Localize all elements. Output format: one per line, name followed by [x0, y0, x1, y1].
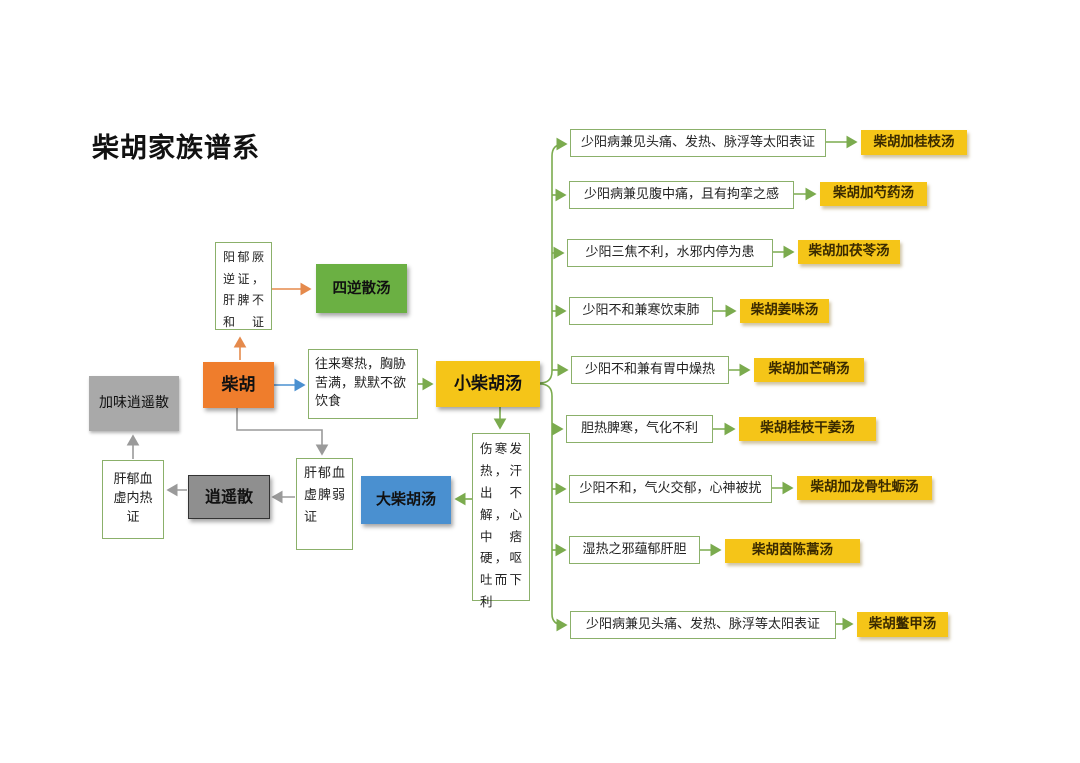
- formula-node: 柴胡加桂枝汤: [861, 130, 967, 155]
- formula-node: 柴胡茵陈蒿汤: [725, 539, 860, 563]
- branch-condition: 少阳三焦不利，水邪内停为患: [567, 239, 773, 267]
- chaihu-root-node: 柴胡: [203, 362, 274, 408]
- branch-condition: 少阳病兼见头痛、发热、脉浮等太阳表证: [570, 129, 826, 157]
- da-chaihu-tang-node: 大柴胡汤: [361, 476, 451, 524]
- sini-san-tang-node: 四逆散汤: [316, 264, 407, 313]
- branch-condition: 胆热脾寒，气化不利: [566, 415, 713, 443]
- xiao-chaihu-tang-node: 小柴胡汤: [436, 361, 540, 407]
- xiaoyao-condition-note: 肝郁血虚脾弱证: [296, 458, 353, 550]
- jiawei-condition-note: 肝郁血虚内热证: [102, 460, 164, 539]
- formula-node: 柴胡加茯苓汤: [798, 240, 900, 264]
- formula-node: 柴胡姜味汤: [740, 299, 829, 323]
- xiaoyao-san-node: 逍遥散: [188, 475, 270, 519]
- branch-condition: 少阳不和兼有胃中燥热: [571, 356, 729, 384]
- xiao-condition-note: 往来寒热，胸胁苦满，默默不欲饮食: [308, 349, 418, 419]
- formula-node: 柴胡鳖甲汤: [857, 612, 948, 637]
- formula-node: 柴胡加芍药汤: [820, 182, 927, 206]
- branch-condition: 少阳不和兼寒饮束肺: [569, 297, 713, 325]
- da-condition-note: 伤寒发热，汗出不解，心中痞硬，呕吐而下利: [472, 433, 530, 609]
- formula-node: 柴胡加龙骨牡蛎汤: [797, 476, 932, 500]
- formula-node: 柴胡桂枝干姜汤: [739, 417, 876, 441]
- sini-condition-note: 阳郁厥逆证，肝脾不和证: [215, 242, 272, 330]
- branch-condition: 湿热之邪蕴郁肝胆: [569, 536, 700, 564]
- branch-condition: 少阳病兼见头痛、发热、脉浮等太阳表证: [570, 611, 836, 639]
- branch-condition: 少阳病兼见腹中痛，且有拘挛之感: [569, 181, 794, 209]
- formula-node: 柴胡加芒硝汤: [754, 358, 864, 382]
- jiawei-xiaoyao-san-node: 加味逍遥散: [89, 376, 179, 431]
- branch-condition: 少阳不和，气火交郁，心神被扰: [569, 475, 772, 503]
- diagram-title: 柴胡家族谱系: [92, 133, 260, 164]
